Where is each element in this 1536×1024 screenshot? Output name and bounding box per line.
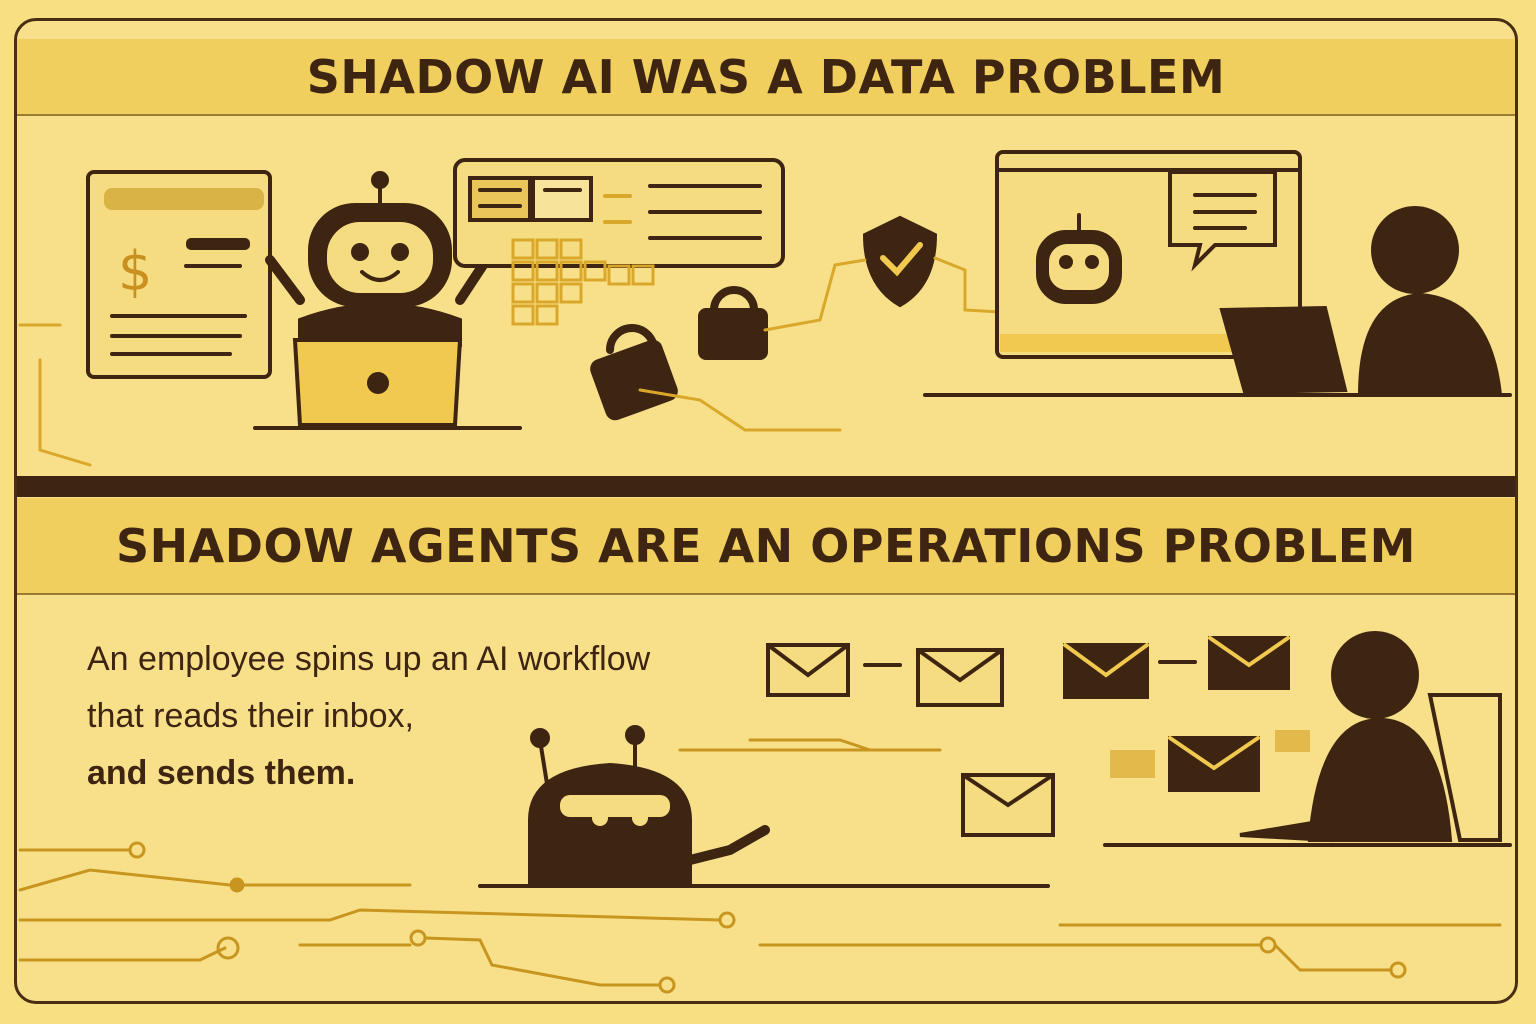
chat-window-icon [995, 150, 1302, 359]
document-dollar-icon: $ [86, 170, 272, 379]
circuit-icon [18, 738, 1502, 994]
caption-line-2: that reads their inbox, [87, 697, 414, 735]
envelope-icon [766, 636, 1310, 837]
svg-text:$: $ [118, 240, 152, 303]
robot-icon [265, 171, 490, 347]
bottom-caption: An employee spins up an AI workflow that… [87, 631, 650, 802]
caption-line-3: and sends them. [87, 754, 356, 792]
caption-line-1: An employee spins up an AI workflow [87, 640, 651, 678]
shield-check-icon [862, 215, 938, 308]
person-icon [1103, 631, 1512, 847]
bottom-panel-title: SHADOW AGENTS ARE AN OPERATIONS PROBLEM [17, 498, 1515, 595]
lock-icon [590, 286, 768, 421]
laptop-icon [253, 338, 522, 430]
robot-icon [478, 725, 1050, 888]
top-panel-title: SHADOW AI WAS A DATA PROBLEM [17, 39, 1515, 116]
data-grid-icon [453, 158, 785, 326]
panel-divider [17, 476, 1515, 497]
person-icon [923, 206, 1512, 397]
